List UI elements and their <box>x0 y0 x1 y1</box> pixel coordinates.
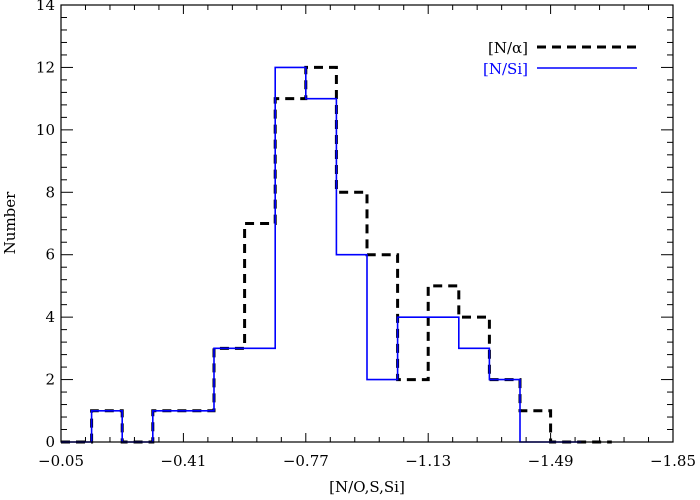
y-tick-label: 14 <box>36 0 55 14</box>
x-axis-ticks: −0.05 −0.41 −0.77 −1.13 −1.49 −1.85 <box>38 5 696 470</box>
y-axis-ticks: 0 2 4 6 8 10 12 14 <box>36 0 673 451</box>
x-tick-label: −0.77 <box>283 452 329 470</box>
x-tick-label: −1.85 <box>650 452 696 470</box>
x-tick-label: −1.49 <box>528 452 574 470</box>
legend-label-n-alpha: [N/α] <box>488 39 528 57</box>
x-axis-title: [N/O,S,Si] <box>329 478 405 496</box>
x-tick-label: −0.05 <box>38 452 84 470</box>
legend: [N/α] [N/Si] <box>483 39 637 78</box>
y-tick-label: 12 <box>36 58 55 76</box>
series-n-si-outline <box>61 66 582 443</box>
legend-label-n-si: [N/Si] <box>483 60 528 78</box>
y-axis-title: Number <box>1 191 19 254</box>
y-tick-label: 8 <box>45 183 55 201</box>
y-tick-label: 2 <box>45 371 55 389</box>
y-tick-label: 6 <box>45 246 55 264</box>
y-tick-label: 10 <box>36 121 55 139</box>
plot-frame <box>60 4 674 443</box>
y-tick-label: 4 <box>45 308 55 326</box>
x-tick-label: −1.13 <box>405 452 451 470</box>
y-tick-label: 0 <box>45 433 55 451</box>
series-layer <box>61 65 612 444</box>
x-tick-label: −0.41 <box>160 452 206 470</box>
